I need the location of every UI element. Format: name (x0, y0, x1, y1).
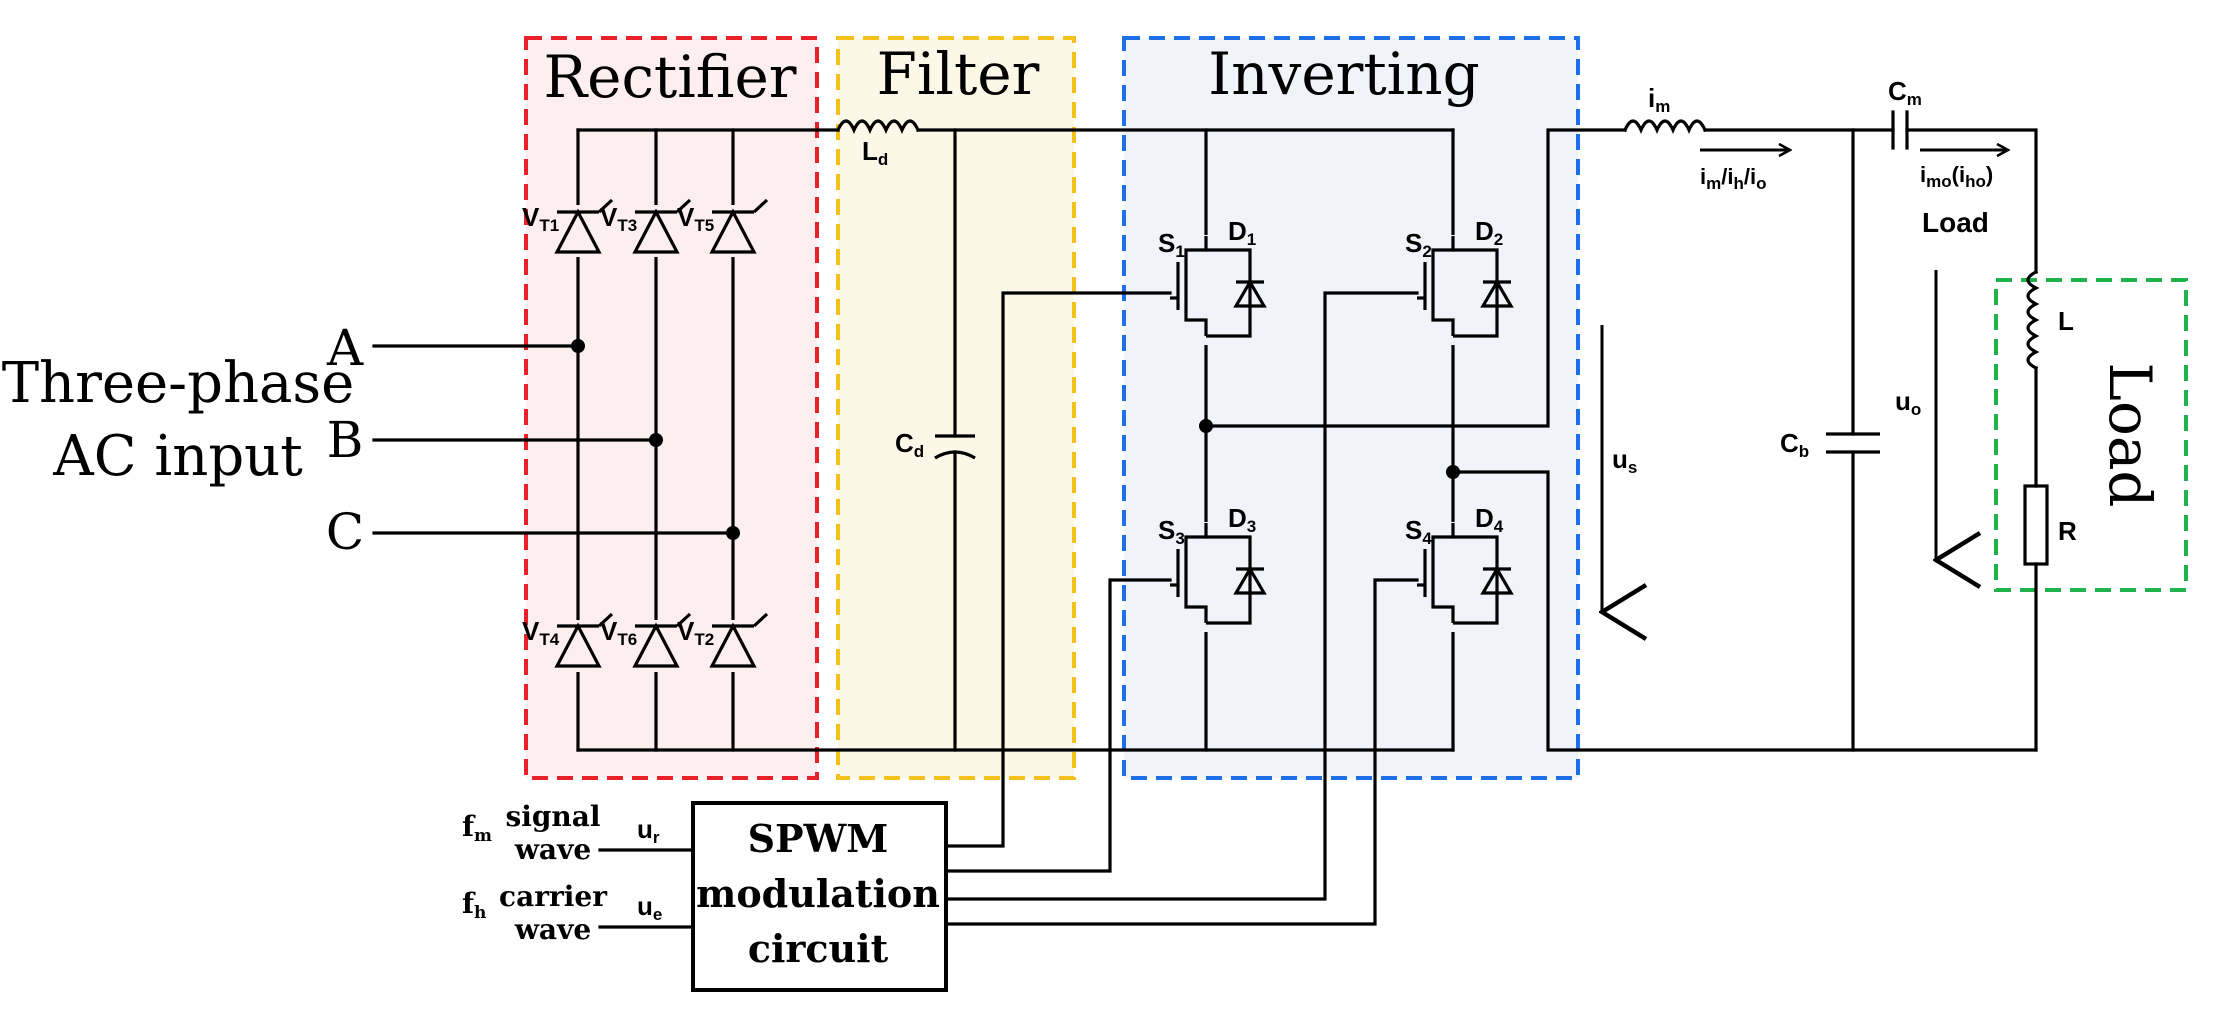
label-us: us (1612, 444, 1637, 477)
diode-d4 (1480, 565, 1514, 595)
label-d1: D1 (1228, 216, 1256, 249)
label-imo-iho: imo(iho) (1920, 162, 1993, 191)
label-vt5: VT5 (677, 202, 714, 235)
phase-c-label: C (326, 503, 364, 561)
label-s4: S4 (1405, 515, 1432, 548)
filter-title: Filter (877, 40, 1040, 108)
gate-wire-s1 (944, 291, 1172, 848)
phase-a-node (571, 339, 585, 353)
output-wire-top (1204, 128, 1627, 428)
switch-s4 (1417, 522, 1514, 632)
label-load-r: R (2058, 516, 2077, 546)
output-wire-bottom (1451, 470, 2038, 752)
rectifier-title: Rectifier (543, 43, 796, 111)
phase-b-label: B (327, 411, 364, 469)
diode-d3 (1233, 565, 1267, 595)
inverting-title: Inverting (1208, 40, 1479, 108)
inductor-im (1622, 119, 1708, 134)
input-label-line1: Three-phase (2, 351, 355, 416)
spwm-line1: SPWM (748, 816, 889, 861)
label-uo: uo (1895, 386, 1921, 419)
diode-d2 (1480, 278, 1514, 308)
spwm-line3: circuit (748, 926, 889, 971)
switch-s3 (1170, 522, 1267, 632)
thyristor-vt3 (632, 198, 692, 257)
inverting-region (1122, 36, 1580, 780)
label-cb: Cb (1780, 428, 1809, 461)
thyristor-vt2 (709, 612, 769, 672)
phase-b-node (649, 433, 663, 447)
diode-d1 (1233, 278, 1267, 308)
label-d3: D3 (1228, 503, 1256, 536)
label-d2: D2 (1475, 216, 1503, 249)
label-signal-line2: wave (514, 833, 591, 866)
gate-wire-s4 (944, 578, 1419, 926)
thyristor-vt6 (632, 612, 692, 672)
label-s3: S3 (1158, 515, 1185, 548)
label-s1: S1 (1158, 228, 1185, 261)
switch-s1 (1170, 235, 1267, 345)
label-cd: Cd (895, 428, 924, 461)
label-ur: ur (637, 814, 660, 847)
spwm-line2: modulation (696, 871, 940, 916)
label-load-small: Load (1922, 207, 1989, 238)
switch-s2 (1417, 235, 1514, 345)
label-signal-line1: signal (505, 800, 600, 833)
thyristor-vt4 (554, 612, 614, 672)
label-cm: Cm (1888, 76, 1922, 109)
label-im: im (1648, 83, 1670, 116)
load-title: Load (2096, 362, 2164, 507)
label-s2: S2 (1405, 228, 1432, 261)
label-current-im-ih-io: im/ih/io (1700, 164, 1767, 193)
phase-a-label: A (326, 319, 364, 377)
output-rail-load (1905, 128, 2038, 274)
label-vt3: VT3 (600, 202, 637, 235)
capacitor-cb (1826, 432, 1880, 454)
inductor-ld (835, 119, 921, 134)
thyristor-vt5 (709, 198, 769, 257)
capacitor-cd (934, 434, 976, 460)
label-vt2: VT2 (677, 616, 714, 649)
spwm-box (691, 801, 948, 992)
label-carrier-line1: carrier (499, 880, 608, 913)
label-ue: ue (637, 891, 662, 924)
label-ld: Ld (862, 136, 888, 169)
gate-wire-s3 (944, 578, 1172, 873)
inductor-load-l (2026, 269, 2040, 371)
resistor-load-r (2023, 484, 2049, 566)
label-vt4: VT4 (522, 616, 560, 649)
label-fh: fh (462, 887, 486, 923)
phase-c-node (726, 526, 740, 540)
label-d4: D4 (1475, 503, 1504, 536)
label-vt6: VT6 (600, 616, 637, 649)
input-label-line2: AC input (52, 424, 303, 489)
label-load-l: L (2058, 306, 2074, 336)
label-fm: fm (462, 810, 492, 846)
thyristor-vt1 (554, 198, 614, 257)
label-vt1: VT1 (522, 202, 559, 235)
label-carrier-line2: wave (514, 913, 591, 946)
gate-wire-s2 (944, 291, 1419, 901)
